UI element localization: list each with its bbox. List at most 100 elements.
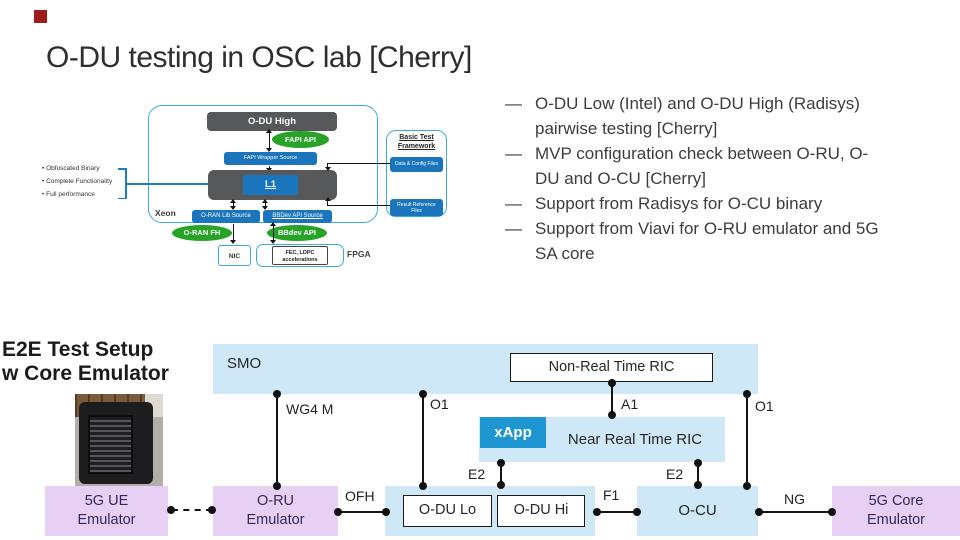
bbdev-api-source-label: BBDev API Source — [272, 213, 323, 219]
arrow-down-icon — [230, 206, 236, 210]
connector-dot — [828, 508, 836, 516]
oran-lib-source-label: O-RAN Lib Source — [201, 213, 251, 219]
bullet-line: SA core — [535, 244, 595, 263]
bullet-text: O-DU Low (Intel) and O-DU High (Radisys)… — [535, 91, 860, 141]
near-rt-ric-label: Near Real Time RIC — [567, 431, 703, 448]
f1-label: F1 — [603, 487, 620, 503]
e2e-title-line1: E2E Test Setup — [2, 338, 154, 361]
connector-dot — [419, 482, 427, 490]
connector-dot — [497, 459, 505, 467]
arrow-down-icon — [266, 148, 272, 152]
bullet-icon: • — [42, 191, 45, 198]
arrow-down-icon — [262, 206, 268, 210]
connector-dot — [694, 481, 702, 489]
bullet-line: MVP configuration check between O-RU, O- — [535, 144, 869, 163]
wg4m-label: WG4 M — [286, 401, 334, 417]
ng-line — [758, 511, 833, 513]
framework-title-line1: Basic Test — [399, 134, 434, 141]
fapi-api-ellipse: FAPI API — [272, 131, 329, 148]
bullet-line: Support from Radisys for O-CU binary — [535, 194, 823, 213]
bullet-line: DU and O-CU [Cherry] — [535, 169, 706, 188]
connector-dot — [593, 508, 601, 516]
arrow-down-icon — [324, 167, 331, 171]
oru-emulator-label: O-RU Emulator — [246, 493, 305, 528]
e2-left-label: E2 — [468, 466, 486, 482]
bullet-item: — O-DU Low (Intel) and O-DU High (Radisy… — [505, 91, 935, 141]
odu-hi-box: O-DU Hi — [497, 495, 585, 527]
odu-hi-label: O-DU Hi — [513, 502, 569, 518]
connector-line — [327, 163, 390, 164]
ng-label: NG — [784, 491, 805, 507]
oru-emulator-box: O-RU Emulator — [213, 486, 338, 536]
o1-left-label: O1 — [430, 396, 449, 412]
l1-box: L1 — [243, 175, 298, 195]
slide-corner-marker — [34, 10, 47, 23]
bullet-line: Support from Viavi for O-RU emulator and… — [535, 219, 879, 238]
e2-right-label: E2 — [666, 466, 684, 482]
o1-left-line — [422, 394, 424, 486]
oran-fh-label: O-RAN FH — [183, 228, 221, 237]
connector-dot — [694, 459, 702, 467]
arrow-down-icon — [230, 240, 236, 244]
ocu-box: O-CU — [637, 486, 758, 536]
dash-bullet-icon: — — [505, 194, 522, 213]
framework-title-line2: Framework — [397, 142, 436, 150]
connector-line — [233, 224, 235, 242]
connector-dot — [419, 390, 427, 398]
bullet-text: Support from Viavi for O-RU emulator and… — [535, 216, 879, 266]
fapi-wrapper-source-label: FAPI Wrapper Source — [243, 155, 298, 161]
l1-label: L1 — [264, 179, 277, 190]
odu-lo-label: O-DU Lo — [418, 502, 477, 518]
page-title: O-DU testing in OSC lab [Cherry] — [46, 41, 472, 74]
bullet-list: — O-DU Low (Intel) and O-DU High (Radisy… — [505, 91, 935, 266]
a1-label: A1 — [621, 396, 639, 412]
connector-dot — [608, 411, 616, 419]
bracket-line — [125, 168, 127, 199]
e2-right-line — [697, 462, 699, 486]
fec-label-line1: FEC, LDPC — [285, 250, 315, 256]
connector-dot — [497, 481, 505, 489]
bullet-line: O-DU Low (Intel) and O-DU High (Radisys) — [535, 94, 860, 113]
dash-bullet-icon: — — [505, 219, 522, 238]
oran-lib-source-box: O-RAN Lib Source — [192, 210, 260, 223]
ofh-line — [337, 511, 386, 513]
data-config-files-box: Data & Config Files — [390, 157, 443, 172]
fpga-label: FPGA — [347, 249, 371, 259]
xeon-label: Xeon — [155, 208, 176, 218]
nic-box: NIC — [218, 245, 251, 266]
bullet-item: — Support from Radisys for O-CU binary — [505, 191, 935, 216]
bullet-icon: • — [42, 165, 45, 172]
fapi-wrapper-source-box: FAPI Wrapper Source — [224, 152, 317, 165]
arrow-up-icon — [262, 199, 268, 203]
arrow-up-icon — [324, 197, 331, 201]
binary-notes-list: • Obfuscated Binary • Complete Functiona… — [42, 162, 112, 201]
wg4m-line — [276, 394, 278, 486]
o1-right-line — [746, 394, 748, 487]
connector-line — [327, 163, 328, 168]
ue-emulator-box: 5G UE Emulator — [45, 486, 168, 536]
ue-oru-dashed-line — [172, 509, 212, 511]
note-item: • Obfuscated Binary — [42, 162, 112, 175]
bracket-line — [118, 168, 126, 170]
arrow-down-icon — [270, 240, 276, 244]
connector-dot — [167, 506, 175, 514]
e2-left-line — [500, 462, 502, 486]
basic-test-framework-title: Basic Test Framework — [387, 134, 446, 151]
dash-bullet-icon: — — [505, 94, 522, 113]
bullet-text: Support from Radisys for O-CU binary — [535, 191, 822, 216]
connector-dot — [382, 508, 390, 516]
ocu-label: O-CU — [678, 502, 717, 519]
result-files-line2: Files — [411, 208, 422, 214]
result-reference-files-box: Result Reference Files — [390, 199, 443, 216]
note-text: Full performance — [46, 191, 95, 198]
non-rt-ric-box: Non-Real Time RIC — [510, 353, 713, 382]
connector-dot — [743, 390, 751, 398]
bullet-icon: • — [42, 178, 45, 185]
a1-line — [611, 382, 613, 416]
nic-label: NIC — [228, 253, 241, 260]
e2e-title-line2: w Core Emulator — [2, 362, 169, 385]
odu-high-label: O-DU High — [247, 116, 297, 127]
non-rt-ric-label: Non-Real Time RIC — [548, 359, 675, 375]
connector-dot — [273, 390, 281, 398]
note-item: • Full performance — [42, 188, 112, 201]
